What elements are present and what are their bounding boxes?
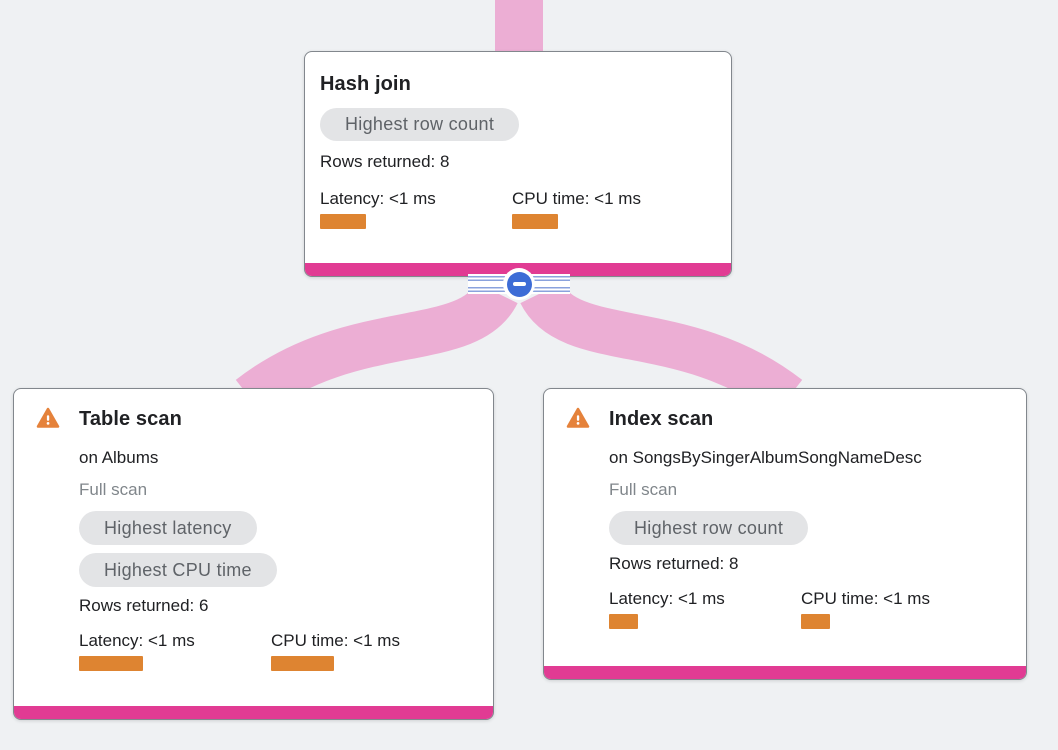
node-card-hash-join[interactable]: Hash join Highest row count Rows returne… [304, 51, 732, 277]
node-card-index-scan[interactable]: Index scan on SongsBySingerAlbumSongName… [543, 388, 1027, 680]
cpu-time-bar [801, 614, 830, 629]
rows-returned-label: Rows returned: 6 [79, 596, 209, 615]
collapse-button-disc [506, 271, 532, 297]
rows-returned-label: Rows returned: 8 [320, 152, 450, 171]
cpu-time-bar [271, 656, 334, 671]
badge-highest-cpu-time: Highest CPU time [79, 553, 277, 587]
edge-from-parent [495, 0, 543, 58]
warning-triangle-icon [36, 407, 60, 428]
node-title: Index scan [609, 408, 714, 430]
badge-highest-latency: Highest latency [79, 511, 257, 545]
metrics-row: Latency: <1 ms CPU time: <1 ms [79, 630, 473, 671]
warning-triangle-icon [566, 407, 590, 428]
edge-hash-join-to-table-scan [235, 280, 518, 417]
latency-bar [320, 214, 366, 229]
node-accent-bar [14, 706, 493, 719]
edge-hash-join-to-index-scan [520, 280, 803, 417]
scan-type-label: Full scan [79, 480, 148, 499]
node-title: Table scan [79, 408, 182, 430]
latency-metric: Latency: <1 ms [609, 588, 801, 629]
latency-label: Latency: <1 ms [609, 589, 725, 608]
cpu-time-metric: CPU time: <1 ms [801, 588, 1006, 629]
rows-returned-label: Rows returned: 8 [609, 554, 739, 573]
node-subtitle: on Albums [79, 448, 159, 467]
cpu-time-label: CPU time: <1 ms [271, 631, 400, 650]
latency-metric: Latency: <1 ms [320, 188, 512, 229]
collapse-children-button[interactable] [503, 268, 535, 300]
latency-bar [79, 656, 143, 671]
badge-highest-row-count: Highest row count [320, 108, 520, 141]
metrics-row: Latency: <1 ms CPU time: <1 ms [320, 188, 716, 229]
cpu-time-label: CPU time: <1 ms [801, 589, 930, 608]
latency-label: Latency: <1 ms [320, 189, 436, 208]
latency-metric: Latency: <1 ms [79, 630, 271, 671]
minus-icon [512, 282, 526, 286]
metrics-row: Latency: <1 ms CPU time: <1 ms [609, 588, 1006, 629]
node-accent-bar [544, 666, 1026, 679]
scan-type-label: Full scan [609, 480, 678, 499]
latency-bar [609, 614, 638, 629]
node-card-table-scan[interactable]: Table scan on Albums Full scan Highest l… [13, 388, 494, 720]
latency-label: Latency: <1 ms [79, 631, 195, 650]
cpu-time-label: CPU time: <1 ms [512, 189, 641, 208]
cpu-time-bar [512, 214, 558, 229]
badge-highest-row-count: Highest row count [609, 511, 809, 545]
node-title: Hash join [320, 73, 411, 95]
node-subtitle: on SongsBySingerAlbumSongNameDesc [609, 448, 922, 467]
cpu-time-metric: CPU time: <1 ms [271, 630, 473, 671]
cpu-time-metric: CPU time: <1 ms [512, 188, 716, 229]
